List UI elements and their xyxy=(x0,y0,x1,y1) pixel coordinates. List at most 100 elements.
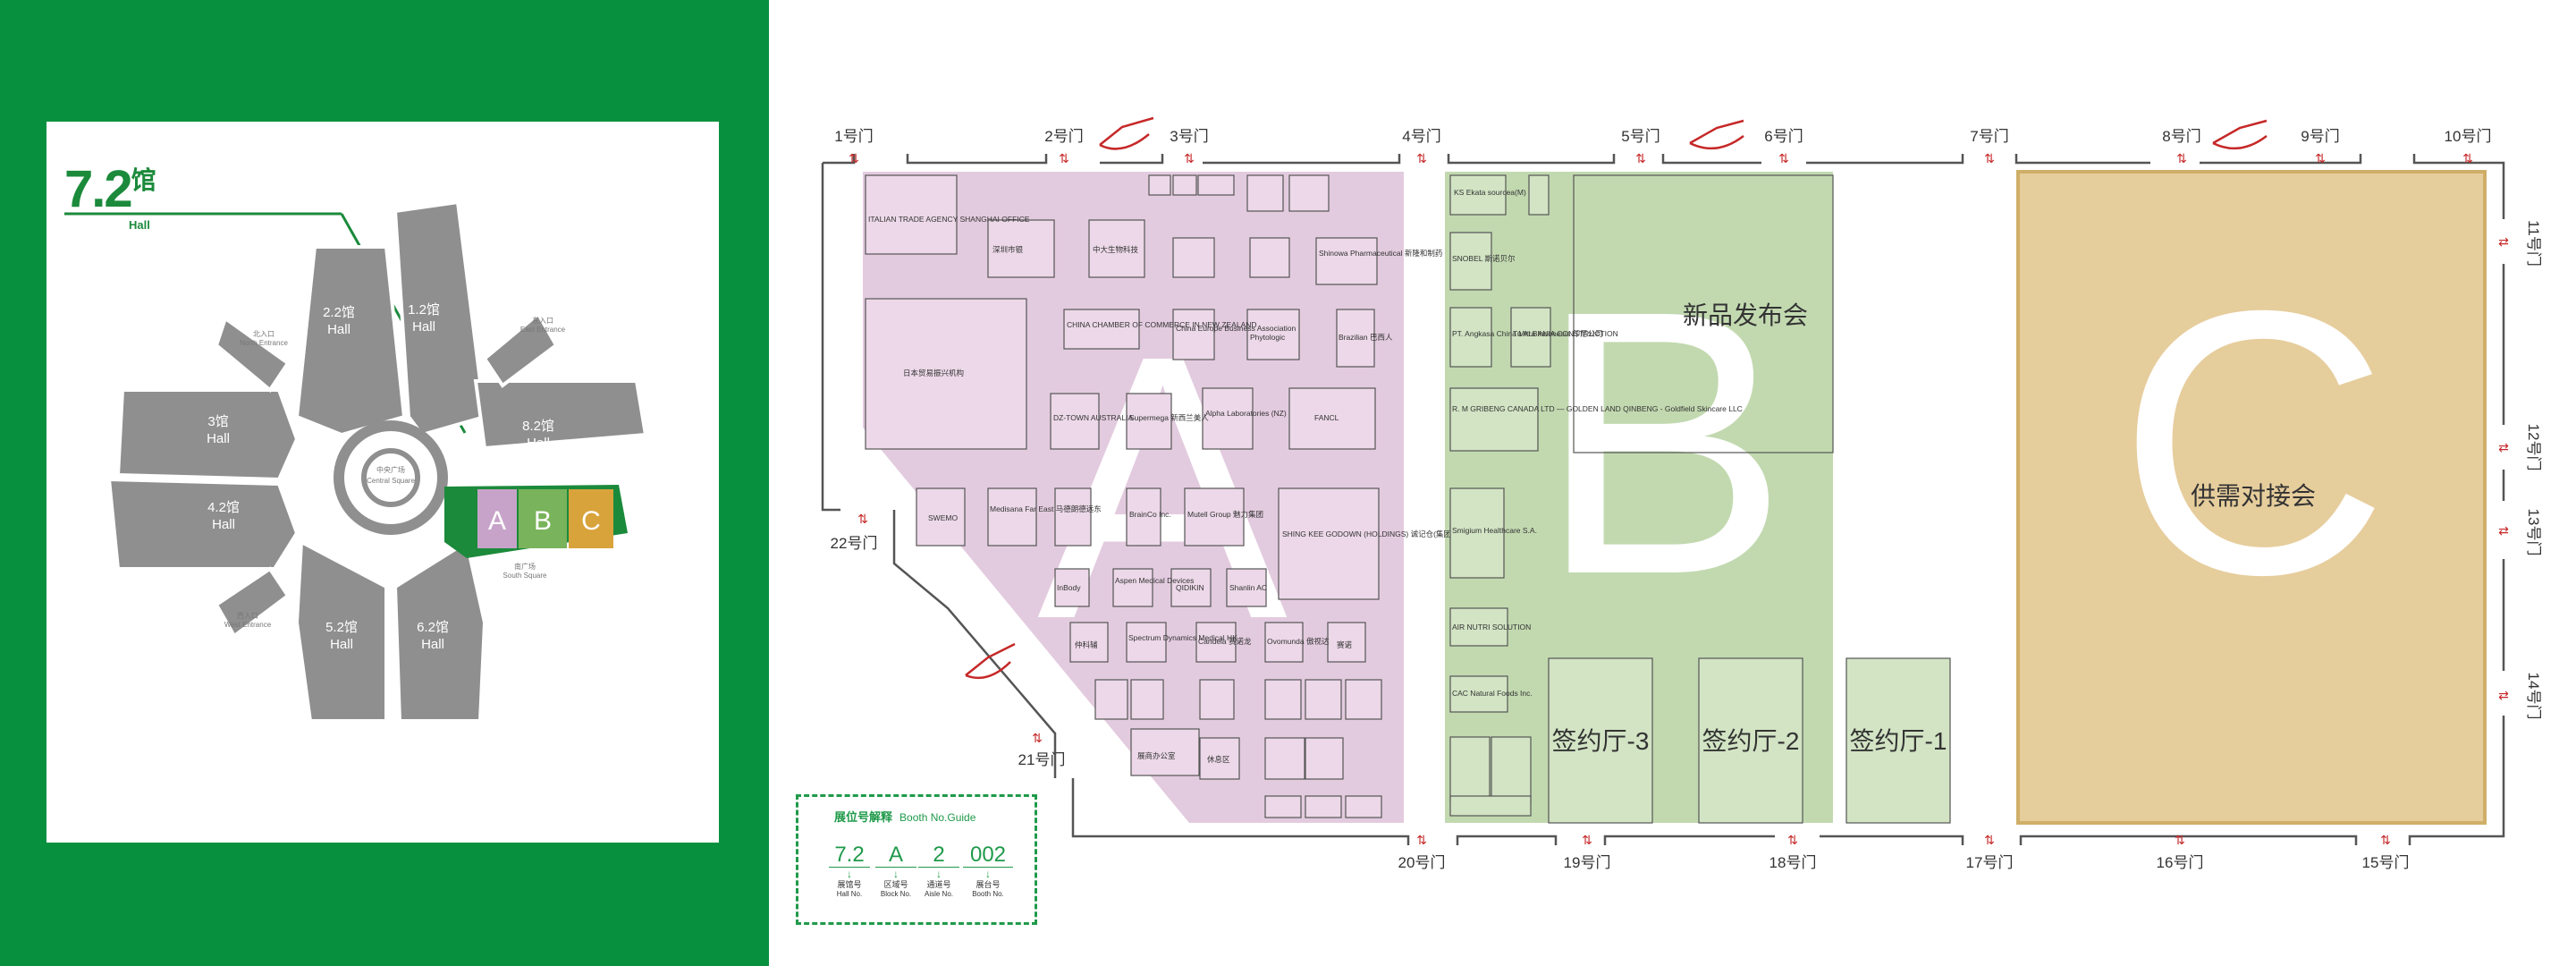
booth[interactable] xyxy=(1126,622,1167,663)
guide-value: 2 xyxy=(918,843,959,868)
booth[interactable] xyxy=(865,174,958,255)
hall-4-2 xyxy=(106,477,300,571)
booth[interactable] xyxy=(1278,487,1380,600)
booth[interactable] xyxy=(1449,232,1492,291)
signing-hall-3[interactable] xyxy=(1548,657,1653,824)
booth[interactable] xyxy=(1315,237,1378,285)
door-marker-icon: ⇅ xyxy=(1984,834,1995,848)
gate-12: 12号门 xyxy=(2525,424,2542,471)
zone-c-label: C xyxy=(581,506,601,536)
booth[interactable] xyxy=(1264,679,1302,720)
booth[interactable] xyxy=(916,487,966,547)
gate-2: 2号门 xyxy=(1044,128,1083,145)
booth[interactable] xyxy=(1130,679,1164,720)
booth[interactable] xyxy=(1050,393,1100,450)
gate-9: 9号门 xyxy=(2301,128,2339,145)
booth[interactable] xyxy=(1246,309,1300,360)
booth[interactable] xyxy=(1088,219,1145,278)
booth[interactable] xyxy=(1264,622,1304,663)
booth[interactable] xyxy=(1305,795,1342,818)
hall-label-en: Hall xyxy=(129,218,150,232)
booth[interactable] xyxy=(987,219,1055,278)
booth[interactable] xyxy=(1199,737,1240,780)
booth-label: SWEMO xyxy=(928,513,958,522)
booth[interactable] xyxy=(1288,174,1330,212)
zone-c-area xyxy=(2016,170,2487,825)
booth[interactable] xyxy=(1327,622,1366,663)
wall xyxy=(1661,154,1761,165)
booth-label: BrainCo Inc. xyxy=(1129,510,1171,519)
booth[interactable] xyxy=(1288,387,1376,450)
booth[interactable] xyxy=(1336,309,1375,368)
booth-label: Mutell Group 魅力集团 xyxy=(1187,510,1263,519)
launch-event-area[interactable] xyxy=(1573,174,1834,453)
booth[interactable] xyxy=(1054,487,1092,547)
booth[interactable] xyxy=(1449,487,1505,579)
booth[interactable] xyxy=(1528,174,1550,216)
booth[interactable] xyxy=(1249,237,1290,278)
booth[interactable] xyxy=(1449,675,1508,713)
booth-label: 展商办公室 xyxy=(1137,751,1176,760)
wall xyxy=(823,154,856,165)
booth[interactable] xyxy=(1130,728,1200,776)
booth[interactable] xyxy=(865,298,1027,450)
guide-value: A xyxy=(875,843,916,868)
booth[interactable] xyxy=(1449,795,1532,817)
booth[interactable] xyxy=(1184,487,1245,547)
signing-hall-1[interactable] xyxy=(1845,657,1951,824)
booth-label: KS Ekata sourcea(M) xyxy=(1454,188,1526,197)
booth[interactable] xyxy=(1195,622,1237,663)
booth[interactable] xyxy=(1264,795,1302,818)
booth[interactable] xyxy=(1126,393,1172,450)
booth[interactable] xyxy=(1226,568,1267,607)
booth-label: Medisana Far East 马德朗德远东 xyxy=(990,504,1102,513)
booth[interactable] xyxy=(1510,307,1551,368)
booth-label: R. M GRIBENG CANADA LTD — GOLDEN LAND QI… xyxy=(1452,404,1743,413)
booth[interactable] xyxy=(987,487,1037,547)
booth[interactable] xyxy=(1172,309,1215,360)
hall-north-small xyxy=(214,315,291,393)
booth-label: CHINA CHAMBER OF COMMERCE IN NEW ZEALAND xyxy=(1067,320,1257,329)
booth[interactable] xyxy=(1305,679,1342,720)
booth[interactable] xyxy=(1172,174,1197,196)
booth[interactable] xyxy=(1197,174,1235,196)
booth[interactable] xyxy=(1345,679,1382,720)
booth[interactable] xyxy=(1094,679,1128,720)
booth[interactable] xyxy=(1148,174,1171,196)
door-marker-icon: ⇅ xyxy=(1059,152,1069,166)
booth[interactable] xyxy=(1305,737,1344,780)
booth[interactable] xyxy=(1126,487,1161,547)
booth[interactable] xyxy=(1063,309,1140,350)
door-marker-icon: ⇅ xyxy=(1184,152,1195,166)
booth[interactable] xyxy=(1054,568,1090,607)
booth-label: Phytologic xyxy=(1250,333,1286,342)
booth[interactable] xyxy=(1449,736,1491,802)
door-marker-icon: ⇅ xyxy=(2176,152,2187,166)
booth[interactable] xyxy=(1264,737,1305,780)
booth[interactable] xyxy=(1449,387,1539,452)
booth[interactable] xyxy=(1170,568,1212,607)
signing-hall-2[interactable] xyxy=(1698,657,1803,824)
booth[interactable] xyxy=(1449,307,1492,368)
booth-label: 中大生物科技 xyxy=(1093,245,1139,254)
signing-hall-1-label: 签约厅-1 xyxy=(1850,727,1947,755)
booth[interactable] xyxy=(1449,174,1507,216)
booth-label: 深圳市银 xyxy=(992,245,1024,254)
guide-item-aisle: 2 ↓ 通道号 Aisle No. xyxy=(918,843,959,899)
hall-label: Hall xyxy=(330,637,353,652)
door-marker-icon: ⇄ xyxy=(2498,689,2509,703)
booth[interactable] xyxy=(1202,387,1254,450)
guide-title-zh: 展位号解释 xyxy=(834,810,893,824)
central-square-inner xyxy=(361,448,420,507)
gate-14: 14号门 xyxy=(2525,673,2542,720)
wall xyxy=(2014,154,2150,165)
booth[interactable] xyxy=(1172,237,1215,278)
booth[interactable] xyxy=(1069,622,1109,663)
booth[interactable] xyxy=(1345,795,1382,818)
booth-label: QIDIKIN xyxy=(1176,583,1204,592)
booth[interactable] xyxy=(1449,607,1508,647)
booth[interactable] xyxy=(1199,679,1235,720)
booth[interactable] xyxy=(1491,736,1532,802)
booth[interactable] xyxy=(1112,568,1153,607)
booth[interactable] xyxy=(1246,174,1284,212)
